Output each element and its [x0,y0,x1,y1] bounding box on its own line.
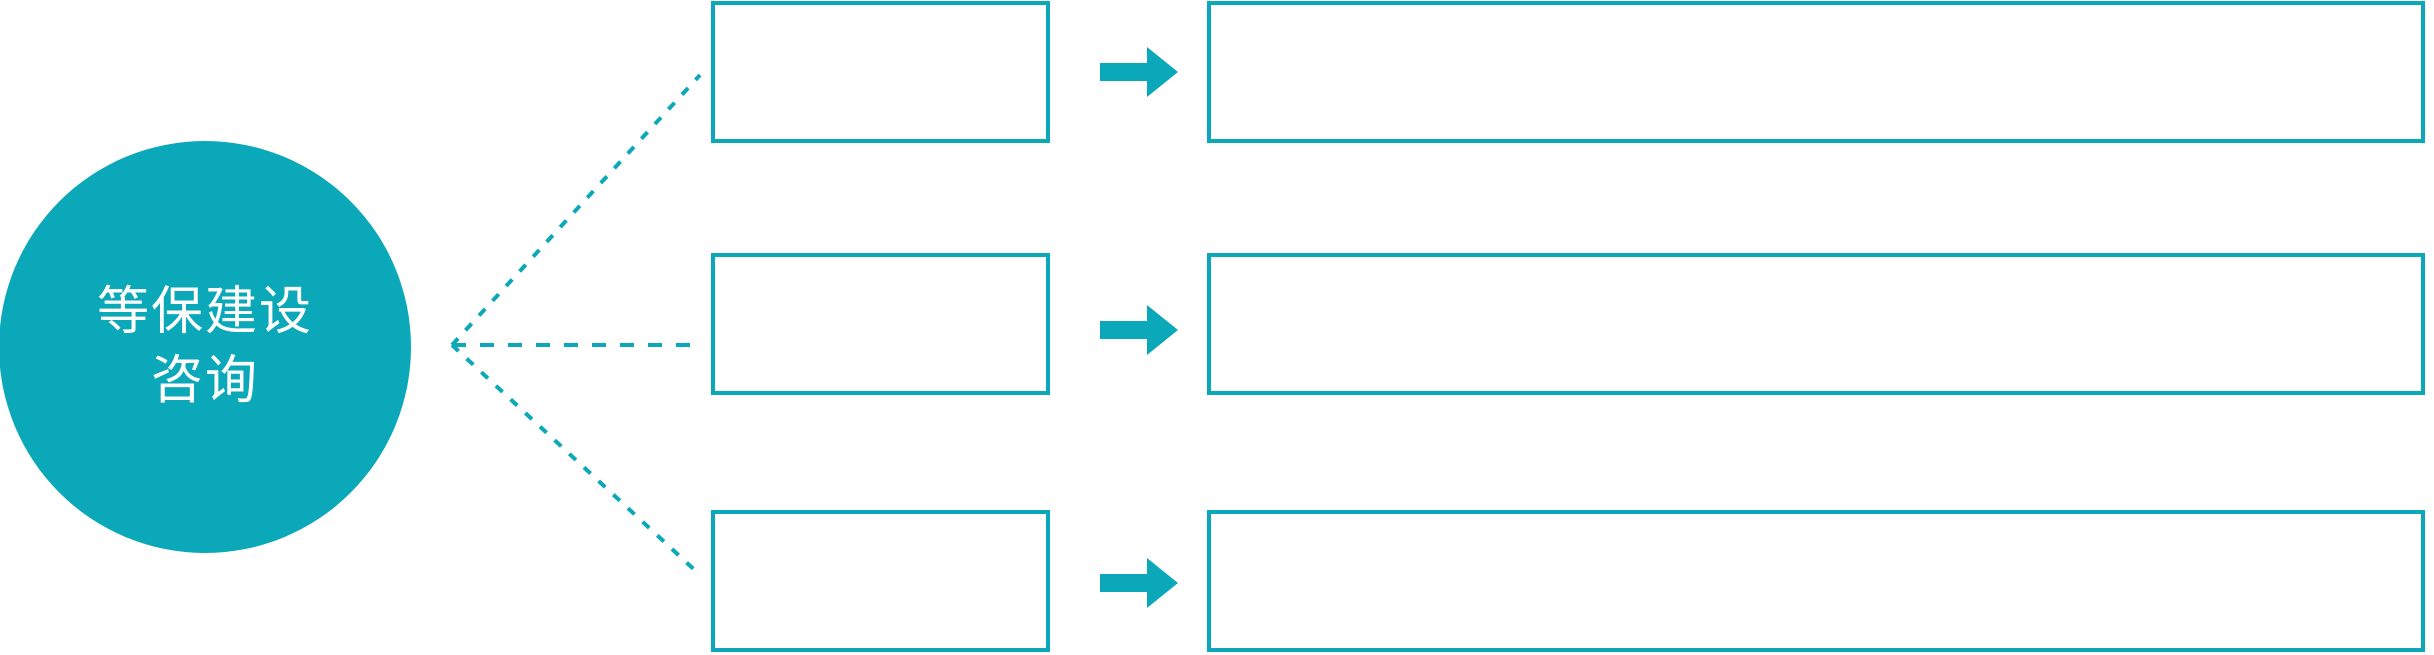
detail-box-3[interactable] [1207,510,2425,652]
detail-box-2[interactable] [1207,253,2425,395]
hub-title-line-2: 咨询 [150,352,259,410]
hub-title-line-1: 等保建设 [96,283,313,342]
hub-circle[interactable]: 等保建设 咨询 [0,141,411,553]
category-box-3[interactable] [711,510,1050,652]
arrow-right-icon-2 [1100,301,1178,359]
detail-box-1[interactable] [1207,1,2425,143]
category-box-1[interactable] [711,1,1050,143]
arrow-right-icon-3 [1100,554,1178,612]
category-box-2[interactable] [711,253,1050,395]
arrow-right-icon-1 [1100,43,1178,101]
connector-line-bottom [450,343,702,577]
connector-line-top [450,73,702,347]
